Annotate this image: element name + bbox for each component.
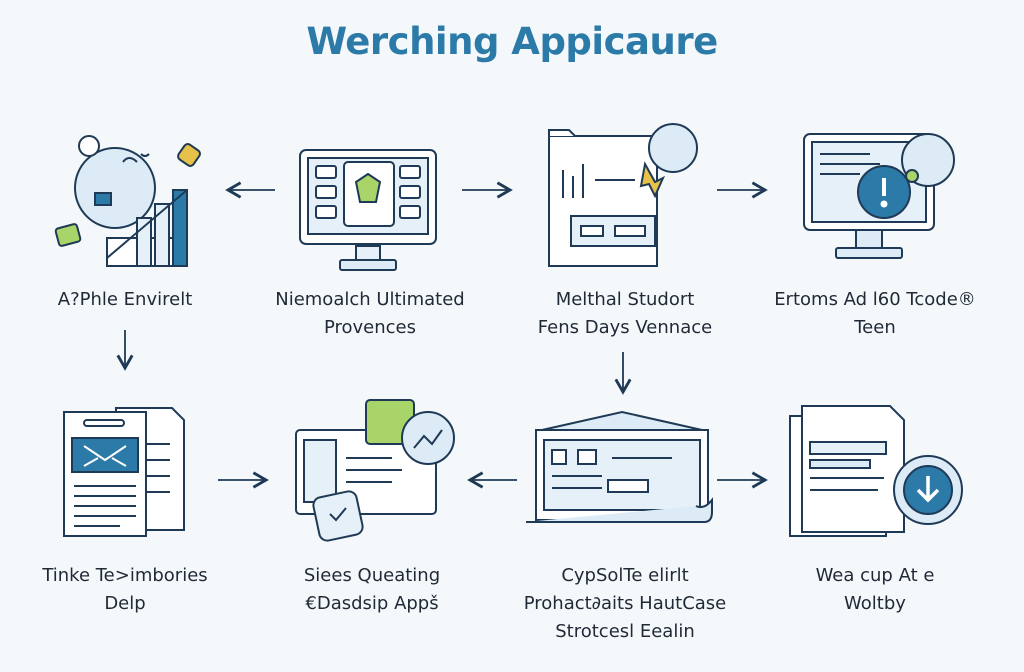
monitor-icon bbox=[299, 149, 437, 271]
step-6-icon bbox=[292, 396, 462, 546]
web-form-icon bbox=[526, 410, 713, 523]
step-4-label: Ertoms Ad l60 Tcode® Teen bbox=[774, 289, 976, 338]
step-5-label: Tinke Te>imbories Delp bbox=[42, 565, 208, 614]
document-badge-icon bbox=[548, 123, 698, 267]
browser-window-icon bbox=[295, 399, 455, 542]
step-6-label: Siees Queating €Dasdsip Appš bbox=[303, 565, 441, 614]
step-7-label: CypSolTe elirlt Prohact∂aits HautCase St… bbox=[523, 565, 727, 642]
step-4-icon bbox=[800, 128, 960, 268]
step-2-icon bbox=[298, 148, 438, 274]
chart-icon bbox=[54, 135, 201, 267]
step-7-icon bbox=[522, 410, 713, 540]
step-8-icon bbox=[788, 404, 968, 540]
step-1-label: A?Phle Envirelt bbox=[57, 289, 193, 310]
monitor-alert-icon bbox=[803, 133, 955, 259]
step-3-icon bbox=[545, 120, 705, 270]
email-document-icon bbox=[63, 407, 185, 537]
step-2-label: Niemoalch Ultimated Provences bbox=[275, 289, 465, 338]
step-1-icon bbox=[45, 128, 215, 268]
step-8-label: Wea cup At e Woltby bbox=[815, 565, 935, 614]
step-5-icon bbox=[60, 404, 190, 540]
diagram-title: Werching Appicaure bbox=[306, 20, 718, 63]
step-3-label: Melthal Studort Fens Days Vennace bbox=[537, 289, 713, 338]
download-document-icon bbox=[789, 405, 963, 537]
